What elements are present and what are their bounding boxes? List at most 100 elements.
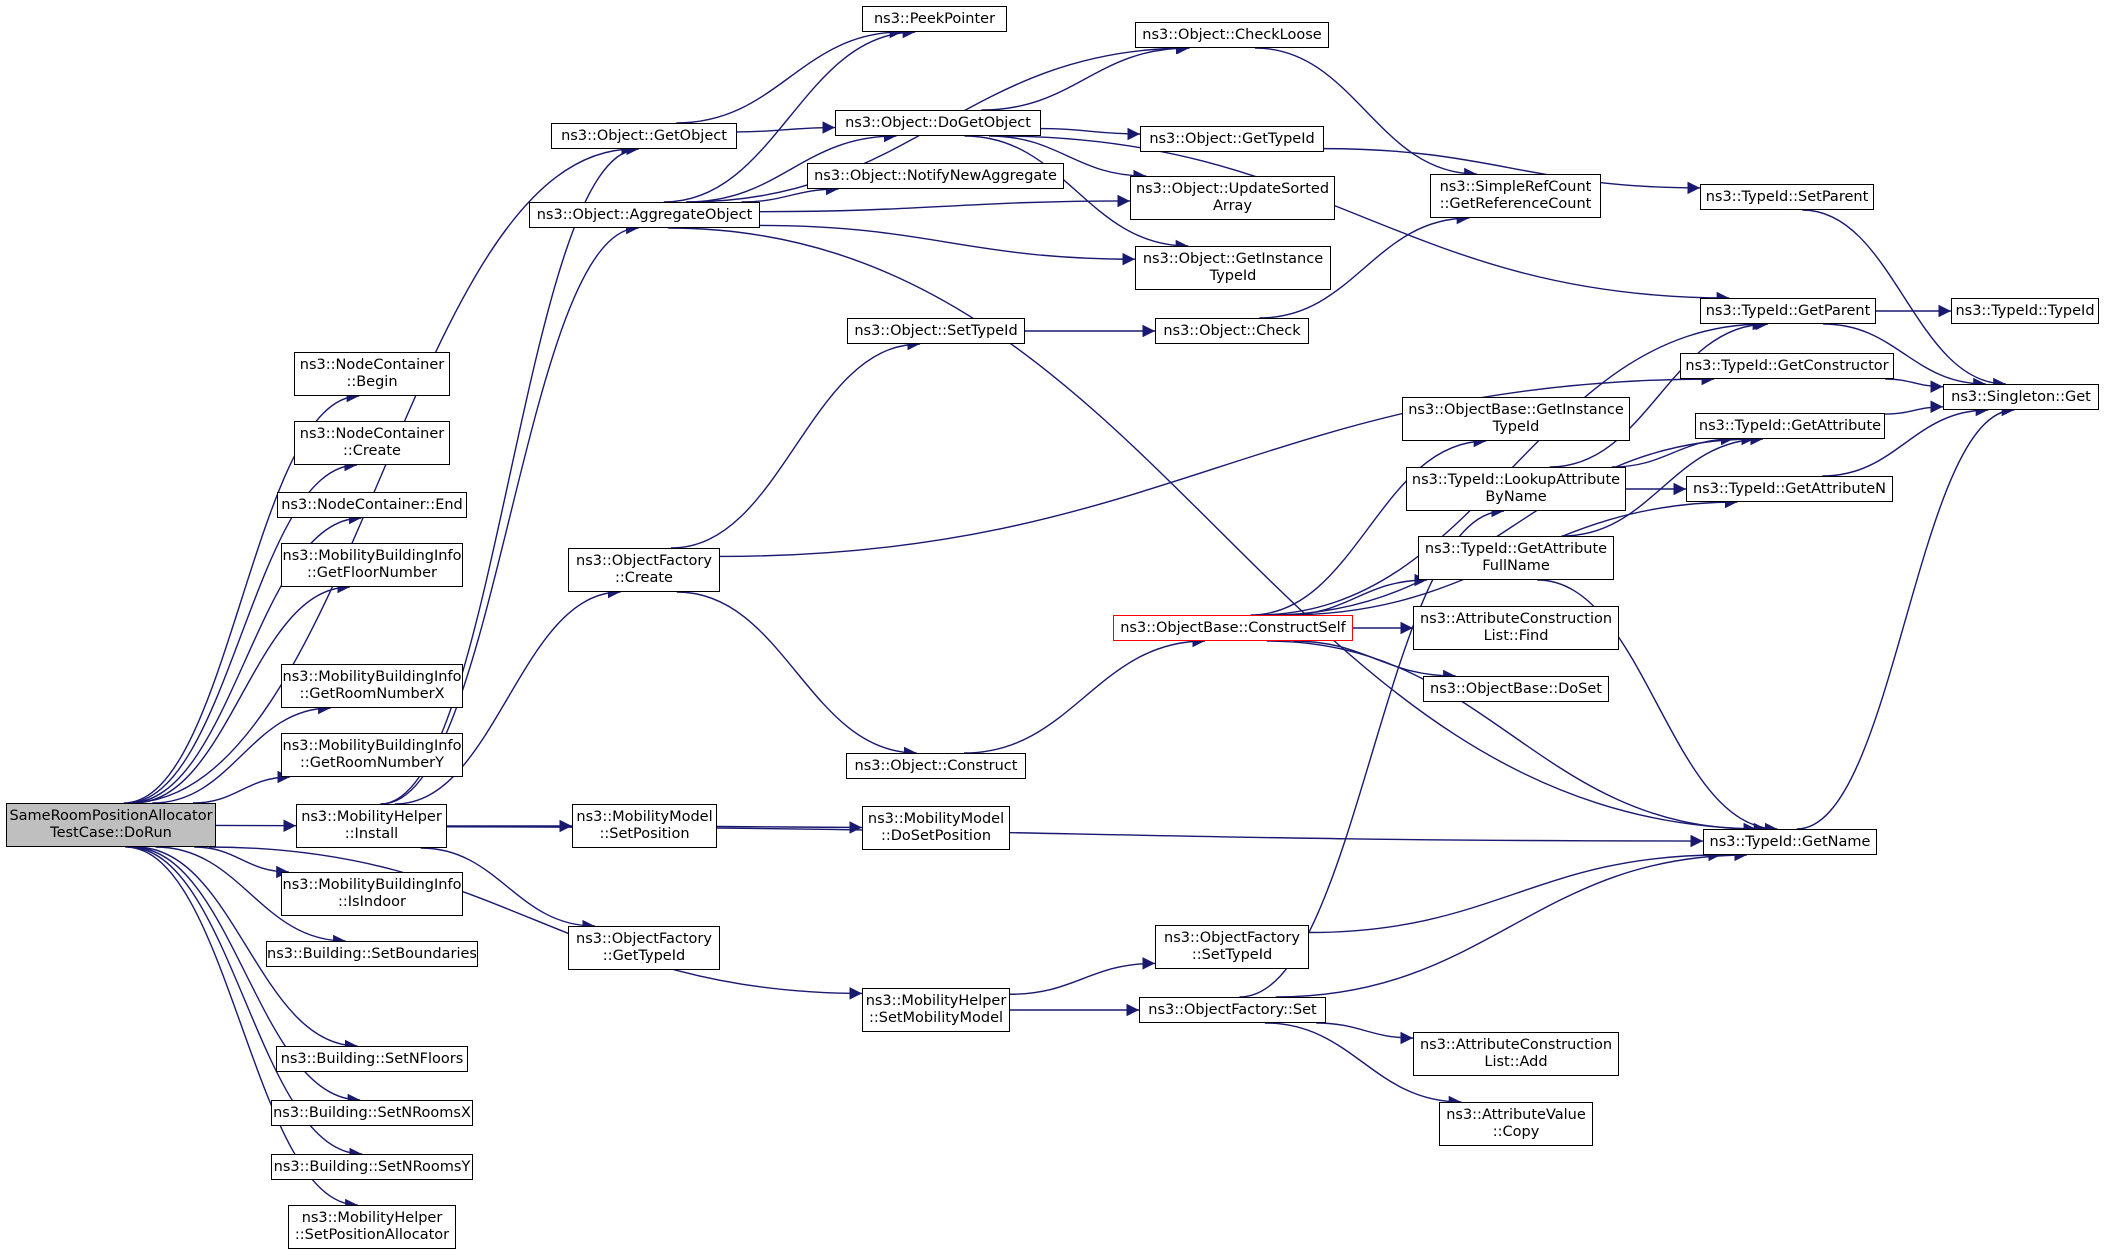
node-obj-notify[interactable]: ns3::Object::NotifyNewAggregate xyxy=(807,163,1064,189)
edge-root-to-nc_end xyxy=(128,511,362,804)
node-mbi-roomx[interactable]: ns3::MobilityBuildingInfo ::GetRoomNumbe… xyxy=(281,664,463,708)
node-obj-getinstance[interactable]: ns3::Object::GetInstance TypeId xyxy=(1135,246,1331,290)
edge-root-to-mbi_floor xyxy=(133,580,350,804)
node-ob-getinstance-line1: ns3::ObjectBase::GetInstance xyxy=(1408,402,1624,418)
node-b-setnroomsy[interactable]: ns3::Building::SetNRoomsY xyxy=(271,1154,473,1180)
node-obj-updatesorted-line1: ns3::Object::UpdateSorted xyxy=(1135,181,1330,197)
node-mbi-indoor[interactable]: ns3::MobilityBuildingInfo ::IsIndoor xyxy=(281,872,463,916)
node-ob-constructself[interactable]: ns3::ObjectBase::ConstructSelf xyxy=(1113,615,1353,641)
node-of-set-line1: ns3::ObjectFactory::Set xyxy=(1148,1001,1317,1018)
node-obj-updatesorted[interactable]: ns3::Object::UpdateSorted Array xyxy=(1130,176,1335,220)
node-obj-gettypeid[interactable]: ns3::Object::GetTypeId xyxy=(1140,126,1324,152)
node-of-gettypeid[interactable]: ns3::ObjectFactory ::GetTypeId xyxy=(568,926,720,970)
node-ob-getinstance-line2: TypeId xyxy=(1492,419,1540,435)
node-acl-add[interactable]: ns3::AttributeConstruction List::Add xyxy=(1413,1032,1619,1076)
node-b-setnfloors[interactable]: ns3::Building::SetNFloors xyxy=(276,1046,468,1072)
node-obj-aggregate-line1: ns3::Object::AggregateObject xyxy=(536,206,753,223)
edge-obj_gettypeid-to-tid_setparent xyxy=(1323,147,1701,195)
edge-obj_aggregate-to-obj_dogetobject xyxy=(685,129,897,203)
node-of-set[interactable]: ns3::ObjectFactory::Set xyxy=(1139,997,1326,1023)
node-mm-dosetpos[interactable]: ns3::MobilityModel ::DoSetPosition xyxy=(862,806,1010,850)
node-nc-end[interactable]: ns3::NodeContainer::End xyxy=(277,492,467,518)
node-tid-lookup[interactable]: ns3::TypeId::LookupAttribute ByName xyxy=(1406,467,1626,511)
edge-obj_dogetobject-to-obj_gettypeid xyxy=(1040,127,1141,141)
node-acl-add-line1: ns3::AttributeConstruction xyxy=(1419,1037,1613,1053)
node-ob-doset[interactable]: ns3::ObjectBase::DoSet xyxy=(1423,676,1609,702)
node-b-setnfloors-line1: ns3::Building::SetNFloors xyxy=(280,1050,464,1067)
edge-obj_getobject-to-obj_dogetobject xyxy=(736,121,836,134)
node-obj-getinstance-line1: ns3::Object::GetInstance xyxy=(1142,251,1324,267)
node-obj-settypeid[interactable]: ns3::Object::SetTypeId xyxy=(847,318,1025,344)
node-acl-add-line2: List::Add xyxy=(1484,1054,1548,1070)
node-mbi-roomx-line1: ns3::MobilityBuildingInfo xyxy=(282,669,462,685)
node-obj-dogetobject-line1: ns3::Object::DoGetObject xyxy=(845,114,1031,131)
edge-tid_getattribute-to-singleton_get xyxy=(1884,400,1944,415)
node-mbi-roomx-line2: ::GetRoomNumberX xyxy=(299,686,445,702)
edge-obj_dogetobject-to-obj_checkloose xyxy=(981,41,1189,111)
edge-ob_constructself-to-ob_getinstance xyxy=(1250,434,1487,616)
node-tid-getname[interactable]: ns3::TypeId::GetName xyxy=(1703,829,1877,855)
node-nc-create-line1: ns3::NodeContainer xyxy=(299,426,445,442)
edge-obj_dogetobject-to-obj_updatesorted xyxy=(989,135,1147,183)
edge-ob_constructself-to-tid_getattribute xyxy=(1268,432,1755,616)
node-obj-construct-line1: ns3::Object::Construct xyxy=(854,757,1018,774)
edge-mh_install-to-of_gettypeid xyxy=(420,847,595,933)
node-mh-setmobmodel-line1: ns3::MobilityHelper xyxy=(865,993,1007,1009)
node-mbi-floor[interactable]: ns3::MobilityBuildingInfo ::GetFloorNumb… xyxy=(281,543,463,587)
node-acl-find[interactable]: ns3::AttributeConstruction List::Find xyxy=(1413,606,1619,650)
node-obj-getinstance-line2: TypeId xyxy=(1209,268,1257,284)
edge-obj_aggregate-to-obj_updatesorted xyxy=(759,194,1131,213)
node-nc-begin[interactable]: ns3::NodeContainer ::Begin xyxy=(294,352,450,396)
node-tid-getattributen[interactable]: ns3::TypeId::GetAttributeN xyxy=(1686,476,1893,502)
node-obj-checkloose-line1: ns3::Object::CheckLoose xyxy=(1142,26,1322,43)
node-obj-gettypeid-line1: ns3::Object::GetTypeId xyxy=(1149,130,1315,147)
node-tid-getattrfull[interactable]: ns3::TypeId::GetAttribute FullName xyxy=(1418,536,1614,580)
node-tid-getparent[interactable]: ns3::TypeId::GetParent xyxy=(1700,298,1876,324)
edge-root-to-b_setnroomsy xyxy=(127,846,363,1161)
node-ob-doset-line1: ns3::ObjectBase::DoSet xyxy=(1430,680,1602,697)
node-av-copy-line2: ::Copy xyxy=(1492,1124,1540,1140)
node-tid-getattribute[interactable]: ns3::TypeId::GetAttribute xyxy=(1695,413,1885,439)
node-av-copy[interactable]: ns3::AttributeValue ::Copy xyxy=(1439,1102,1593,1146)
node-singleton-get[interactable]: ns3::Singleton::Get xyxy=(1943,384,2099,410)
node-mm-setpos[interactable]: ns3::MobilityModel ::SetPosition xyxy=(572,804,717,848)
node-tid-setparent[interactable]: ns3::TypeId::SetParent xyxy=(1700,184,1874,210)
node-mbi-roomy-line2: ::GetRoomNumberY xyxy=(299,755,444,771)
node-mm-dosetpos-line1: ns3::MobilityModel xyxy=(867,811,1005,827)
node-peekpointer[interactable]: ns3::PeekPointer xyxy=(862,6,1007,32)
node-mh-setposalloc[interactable]: ns3::MobilityHelper ::SetPositionAllocat… xyxy=(288,1205,456,1249)
node-tid-lookup-line1: ns3::TypeId::LookupAttribute xyxy=(1411,472,1621,488)
node-obj-construct[interactable]: ns3::Object::Construct xyxy=(846,753,1026,779)
node-obj-check[interactable]: ns3::Object::Check xyxy=(1155,318,1309,344)
node-tid-getattrfull-line2: FullName xyxy=(1482,558,1550,574)
node-mbi-floor-line2: ::GetFloorNumber xyxy=(307,565,437,581)
edge-mh_install-to-of_create xyxy=(394,585,621,805)
node-b-setnroomsx[interactable]: ns3::Building::SetNRoomsX xyxy=(271,1100,473,1126)
node-obj-dogetobject[interactable]: ns3::Object::DoGetObject xyxy=(835,110,1041,136)
node-ob-getinstance[interactable]: ns3::ObjectBase::GetInstance TypeId xyxy=(1402,397,1630,441)
node-mh-setmobmodel-line2: ::SetMobilityModel xyxy=(868,1010,1004,1026)
node-b-setbounds[interactable]: ns3::Building::SetBoundaries xyxy=(266,941,478,967)
node-mh-setmobmodel[interactable]: ns3::MobilityHelper ::SetMobilityModel xyxy=(862,988,1010,1032)
node-mbi-roomy[interactable]: ns3::MobilityBuildingInfo ::GetRoomNumbe… xyxy=(281,733,463,777)
node-obj-checkloose[interactable]: ns3::Object::CheckLoose xyxy=(1135,22,1329,48)
node-nc-create-line2: ::Create xyxy=(343,443,401,459)
node-obj-getobject[interactable]: ns3::Object::GetObject xyxy=(551,123,737,149)
node-of-create-line1: ns3::ObjectFactory xyxy=(576,553,712,569)
node-of-create[interactable]: ns3::ObjectFactory ::Create xyxy=(568,548,720,592)
node-tid-getconstructor[interactable]: ns3::TypeId::GetConstructor xyxy=(1680,353,1894,379)
node-root[interactable]: SameRoomPositionAllocator TestCase::DoRu… xyxy=(6,803,216,847)
node-src-getrefcount[interactable]: ns3::SimpleRefCount ::GetReferenceCount xyxy=(1430,174,1601,218)
node-acl-find-line2: List::Find xyxy=(1483,628,1549,644)
node-of-settypeid[interactable]: ns3::ObjectFactory ::SetTypeId xyxy=(1155,925,1309,969)
edge-root-to-b_setbounds xyxy=(155,846,346,948)
node-nc-create[interactable]: ns3::NodeContainer ::Create xyxy=(294,421,450,465)
node-mh-install[interactable]: ns3::MobilityHelper ::Install xyxy=(296,804,447,848)
edge-root-to-nc_create xyxy=(126,458,357,804)
node-obj-aggregate[interactable]: ns3::Object::AggregateObject xyxy=(529,202,760,228)
edge-root-to-obj_getobject xyxy=(128,142,634,804)
node-tid-typeid-line1: ns3::TypeId::TypeId xyxy=(1955,302,2095,319)
node-tid-typeid[interactable]: ns3::TypeId::TypeId xyxy=(1951,298,2099,324)
edge-mh_setmobmodel-to-of_settypeid xyxy=(1009,957,1156,995)
node-of-create-line2: ::Create xyxy=(615,570,673,586)
